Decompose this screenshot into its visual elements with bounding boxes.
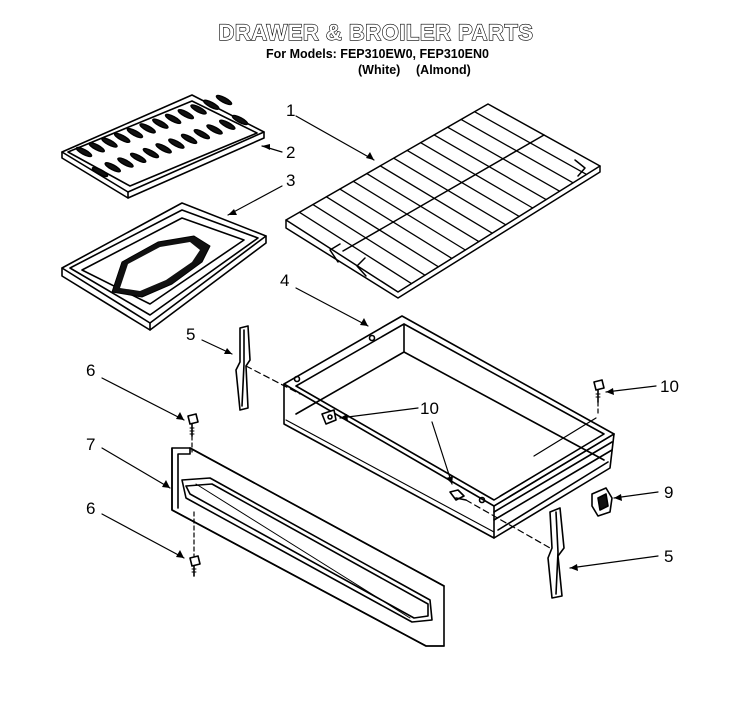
broiler-grid [62,94,264,198]
callout-6-bottom: 6 [86,499,96,518]
callout-3: 3 [286,171,296,190]
screw-10-center [322,410,336,424]
callout-9: 9 [664,483,674,502]
screw-top [188,414,198,436]
callout-2: 2 [286,143,296,162]
callout-7: 7 [86,435,96,454]
drawer-clip [592,488,612,516]
drawer-slide-bottom [548,508,564,598]
callout-5-bottom: 5 [664,547,674,566]
callout-6-top: 6 [86,361,96,380]
page-title: DRAWER & BROILER PARTS [218,19,534,45]
broiler-pan [62,203,266,330]
callout-1: 1 [286,101,296,120]
screw-10-lower [450,490,466,500]
callout-5-top: 5 [186,325,196,344]
drawer-front-panel [172,448,444,646]
leader-lines [102,116,658,571]
callout-10-center: 10 [420,399,439,418]
models-line: For Models: FEP310EW0, FEP310EN0 [266,47,489,61]
oven-rack [286,104,600,298]
drawer-slide-top [236,326,250,410]
color-white-label: (White) [358,63,401,77]
callout-10-right: 10 [660,377,679,396]
screw-bottom [190,556,200,576]
screw-10-right [594,380,604,402]
callout-4: 4 [280,271,290,290]
color-almond-label: (Almond) [416,63,471,77]
drawer-body [284,316,614,538]
